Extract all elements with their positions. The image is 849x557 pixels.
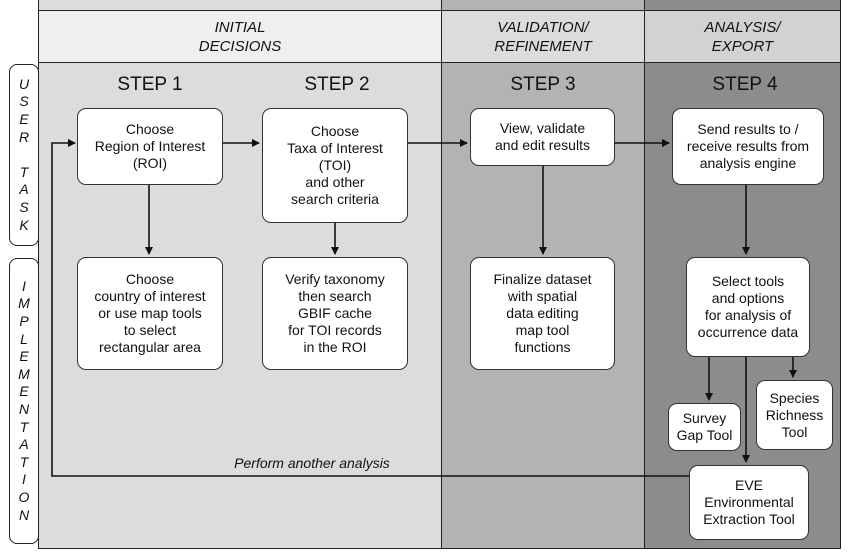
header-analysis-export: ANALYSIS/ EXPORT xyxy=(644,10,841,63)
header-validation-line-2: REFINEMENT xyxy=(494,37,592,55)
side-letter: E xyxy=(19,348,29,365)
side-letter: M xyxy=(18,295,30,312)
side-letter: T xyxy=(19,163,29,180)
side-letter: S xyxy=(19,198,29,215)
side-letter: T xyxy=(19,418,29,435)
species-richness-tool-box: Species Richness Tool xyxy=(756,380,833,450)
header-validation-line-1: VALIDATION/ xyxy=(497,18,589,36)
side-letter: N xyxy=(18,401,30,417)
header-initial-line-2: DECISIONS xyxy=(198,37,282,55)
header-validation-refinement: VALIDATION/ REFINEMENT xyxy=(441,10,645,63)
send-results-box: Send results to / receive results from a… xyxy=(672,108,824,185)
side-letter: T xyxy=(19,453,29,470)
step-1-title: STEP 1 xyxy=(117,74,183,95)
header-analysis-line-1: ANALYSIS/ xyxy=(704,18,781,36)
view-validate-box: View, validate and edit results xyxy=(470,108,615,166)
step-3-title: STEP 3 xyxy=(510,74,576,95)
finalize-dataset-box: Finalize dataset with spatial data editi… xyxy=(470,257,615,370)
side-letter: A xyxy=(19,436,29,453)
side-letter: I xyxy=(22,277,26,294)
step-2-title: STEP 2 xyxy=(304,74,370,95)
eve-tool-box: EVE Environmental Extraction Tool xyxy=(689,465,809,540)
choose-country-box: Choose country of interest or use map to… xyxy=(77,257,223,370)
side-letter: U xyxy=(18,75,30,92)
side-letter: E xyxy=(19,111,29,128)
side-letter: I xyxy=(22,471,26,488)
survey-gap-tool-box: Survey Gap Tool xyxy=(668,403,741,451)
header-initial-line-1: INITIAL xyxy=(214,18,266,36)
arrow-loop-back xyxy=(51,139,689,477)
select-tools-box: Select tools and options for analysis of… xyxy=(686,257,810,357)
side-letter: O xyxy=(18,488,30,505)
loop-label: Perform another analysis xyxy=(234,455,390,471)
side-letter: N xyxy=(18,506,30,523)
header-initial-decisions: INITIAL DECISIONS xyxy=(38,10,442,63)
side-letter: M xyxy=(18,365,30,382)
verify-taxonomy-box: Verify taxonomy then search GBIF cache f… xyxy=(262,257,408,370)
side-letter: R xyxy=(18,128,30,145)
side-letter: E xyxy=(19,383,29,400)
choose-taxa-box: Choose Taxa of Interest (TOI) and other … xyxy=(262,108,408,223)
side-letter: A xyxy=(19,181,29,198)
step-4-title: STEP 4 xyxy=(712,74,778,95)
side-letter: P xyxy=(19,313,29,330)
side-letter: K xyxy=(19,216,29,233)
header-analysis-line-2: EXPORT xyxy=(711,37,774,55)
choose-roi-box: Choose Region of Interest (ROI) xyxy=(77,108,223,185)
side-letter: L xyxy=(20,330,28,347)
side-letter: S xyxy=(19,93,29,110)
